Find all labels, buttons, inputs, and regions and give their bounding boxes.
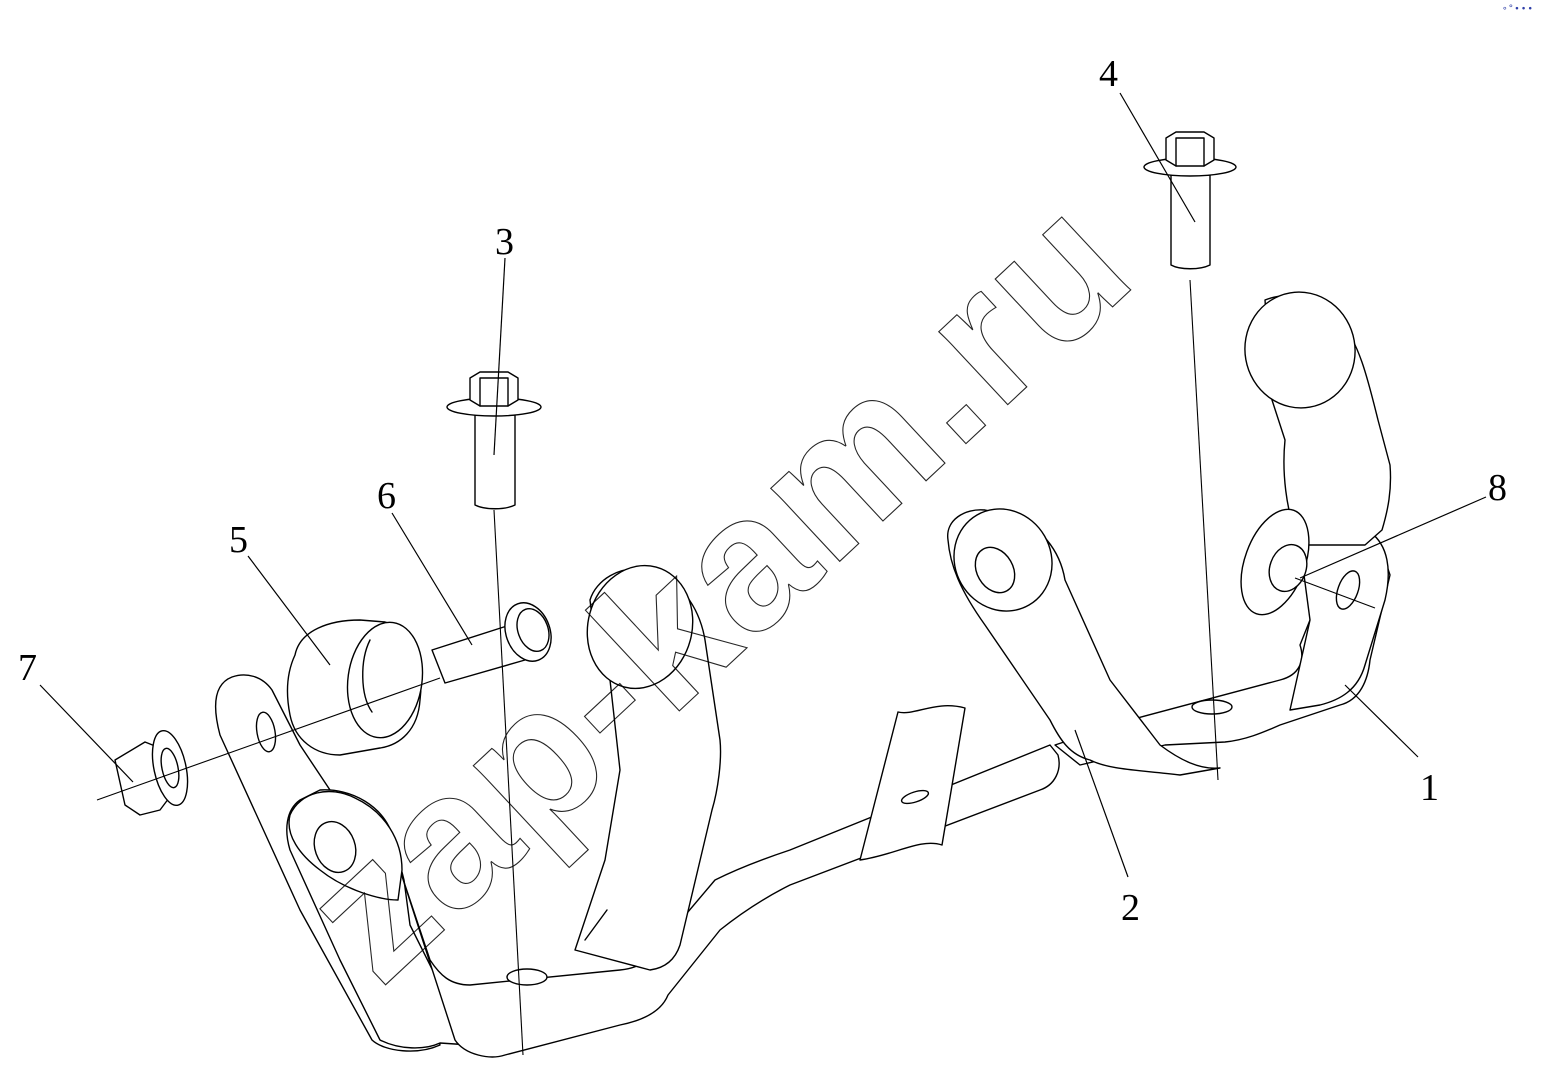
leader-1 — [1344, 684, 1419, 758]
tray-hole-left — [506, 968, 548, 986]
callout-2: 2 — [1121, 887, 1140, 929]
left-lower-ear-hole — [313, 820, 357, 874]
left-arm-pad — [586, 564, 694, 690]
center-bar-slot — [900, 789, 930, 805]
leader-2 — [1074, 729, 1129, 878]
bolt-left-head — [469, 371, 519, 407]
bolt-right — [1143, 131, 1237, 270]
corner-mark: ∘°∙∙∙ — [1501, 4, 1534, 14]
washer-pad — [1268, 543, 1308, 593]
axis-bolt-left — [493, 509, 524, 1056]
callout-8: 8 — [1488, 467, 1507, 509]
bolt-left — [446, 371, 542, 510]
right-arm-pad — [1244, 291, 1356, 409]
nut-bore — [160, 747, 180, 789]
axis-right-pivot — [1294, 577, 1376, 609]
callout-7: 7 — [18, 647, 37, 689]
bushing-bore — [362, 639, 373, 713]
axis-pin — [96, 677, 441, 801]
left-arm-edge — [584, 909, 608, 941]
leader-6 — [391, 512, 473, 646]
leader-3 — [493, 257, 506, 456]
right-tray-hole — [1191, 699, 1233, 715]
bolt-right-head-edge — [1175, 137, 1205, 167]
leader-lines — [39, 92, 1487, 878]
bolt-left-head-edge — [479, 377, 509, 407]
callout-3: 3 — [495, 221, 514, 263]
pin — [431, 602, 552, 684]
leader-5 — [247, 555, 331, 666]
center-bar-break — [859, 705, 966, 861]
callout-6: 6 — [377, 475, 396, 517]
pin-head-face — [516, 607, 550, 653]
callout-4: 4 — [1099, 53, 1118, 95]
callout-5: 5 — [229, 519, 248, 561]
axis-bolt-right — [1189, 279, 1219, 781]
leader-4 — [1119, 92, 1196, 223]
bolt-left-shank — [474, 414, 516, 510]
leader-8 — [1299, 496, 1487, 579]
flange-nut — [114, 729, 189, 816]
leader-7 — [39, 684, 134, 783]
callout-1: 1 — [1420, 767, 1439, 809]
washer-pad-body — [1268, 543, 1308, 593]
bolt-right-shank — [1170, 174, 1211, 270]
callout-labels: 1 2 3 4 5 6 7 8 — [18, 53, 1507, 929]
bolt-right-head — [1165, 131, 1215, 167]
link-arm-hole — [974, 546, 1016, 594]
axis-lines — [96, 279, 1376, 1056]
link-arm — [947, 508, 1221, 776]
